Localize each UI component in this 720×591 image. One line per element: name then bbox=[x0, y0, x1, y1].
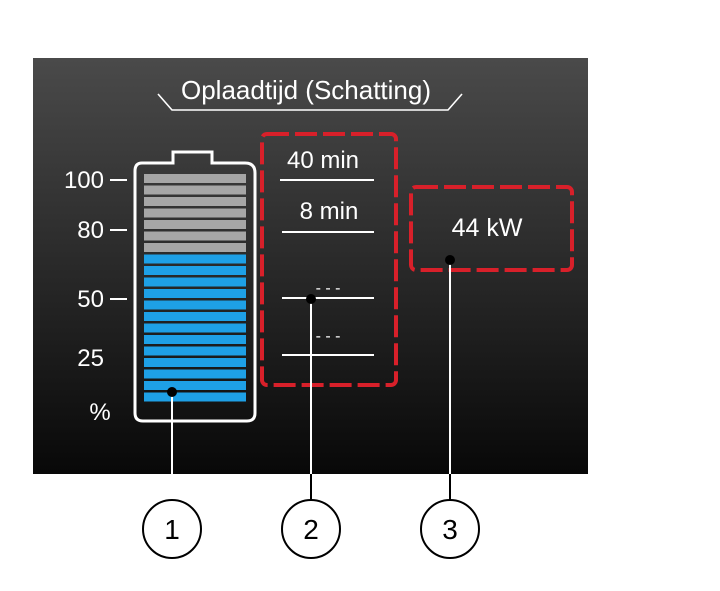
charging-time-title: Oplaadtijd (Schatting) bbox=[181, 75, 431, 105]
battery-segment bbox=[144, 300, 246, 310]
battery-segment bbox=[144, 289, 246, 298]
battery-segment bbox=[144, 358, 246, 367]
charge-time-row-3: - - - bbox=[316, 280, 341, 297]
title-bracket bbox=[157, 93, 463, 111]
battery-segment bbox=[144, 381, 246, 390]
callout-circle-2 bbox=[281, 499, 341, 559]
scale-unit-percent: % bbox=[89, 399, 110, 426]
charge-time-row-4: - - - bbox=[316, 328, 341, 345]
battery-segment bbox=[144, 392, 246, 402]
battery-segment bbox=[144, 254, 246, 264]
battery-segment bbox=[144, 185, 246, 195]
charge-time-row-2: 8 min bbox=[300, 198, 359, 225]
callout-dot-1 bbox=[167, 387, 177, 397]
battery-segment bbox=[144, 346, 246, 356]
callout-dot-2 bbox=[306, 294, 316, 304]
battery-segment bbox=[144, 277, 246, 287]
callout-number-3: 3 bbox=[442, 514, 458, 545]
battery-icon bbox=[133, 150, 257, 423]
callout-circle-1 bbox=[142, 499, 202, 559]
battery-segment bbox=[144, 243, 246, 252]
scale-label-25: 25 bbox=[77, 345, 104, 372]
battery-segment bbox=[144, 369, 246, 379]
battery-segment bbox=[144, 323, 246, 333]
battery-segment bbox=[144, 312, 246, 321]
callout-number-2: 2 bbox=[303, 514, 319, 545]
callout-dot-3 bbox=[445, 255, 455, 265]
scale-label-80: 80 bbox=[77, 217, 104, 244]
callout-markers: 1 2 3 bbox=[142, 499, 480, 559]
battery-segment bbox=[144, 231, 246, 241]
charge-time-row-1: 40 min bbox=[287, 147, 359, 174]
charge-time-highlight bbox=[260, 132, 398, 387]
battery-segment bbox=[144, 197, 246, 206]
battery-segment bbox=[144, 266, 246, 275]
callout-leaders bbox=[167, 255, 455, 500]
charging-power-panel: 44 kW bbox=[409, 185, 574, 272]
battery-segment bbox=[144, 335, 246, 344]
charging-power-highlight bbox=[409, 185, 574, 272]
battery-segments bbox=[144, 174, 246, 402]
scale-label-100: 100 bbox=[64, 167, 104, 194]
battery-segment bbox=[144, 220, 246, 229]
callout-circle-3 bbox=[420, 499, 480, 559]
battery-outline bbox=[133, 150, 257, 423]
charge-time-panel: 40 min 8 min - - - - - - bbox=[260, 132, 398, 387]
scale-label-50: 50 bbox=[77, 286, 104, 313]
battery-segment bbox=[144, 174, 246, 183]
battery-scale: 100 80 50 25 % bbox=[64, 167, 127, 426]
charging-power-value: 44 kW bbox=[452, 214, 523, 242]
battery-segment bbox=[144, 208, 246, 218]
callout-number-1: 1 bbox=[164, 514, 180, 545]
